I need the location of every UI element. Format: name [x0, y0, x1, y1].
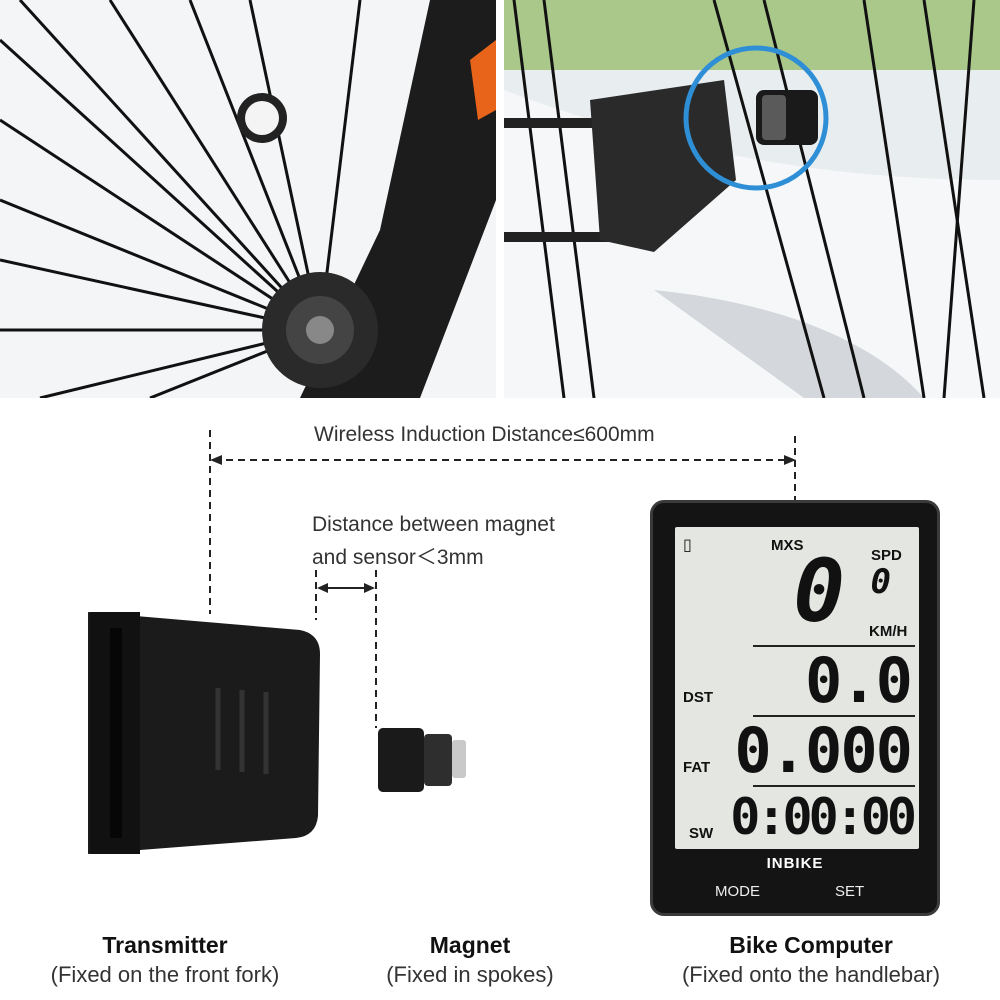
- set-button[interactable]: SET: [835, 883, 865, 900]
- magnet-distance-caption-line2: and sensor＜3mm: [312, 546, 484, 569]
- photo-sensor-magnet: [504, 0, 1000, 398]
- dst-value: 0.0: [805, 644, 913, 717]
- battery-icon: ▯: [683, 537, 692, 554]
- sensor-magnet-illustration: [504, 0, 1000, 398]
- lcd-screen: ▯ MXS SPD 0 0 KM/H DST 0.0 FAT 0.000 SW …: [675, 527, 919, 849]
- bike-computer-label: Bike Computer (Fixed onto the handlebar): [655, 930, 967, 990]
- photo-fork-magnet: [0, 0, 496, 398]
- dimension-lines: [88, 430, 796, 854]
- brand-logo: INBIKE: [766, 855, 824, 872]
- magnet-title: Magnet: [429, 932, 511, 958]
- fat-value: 0.000: [734, 714, 913, 787]
- wireless-distance-caption: Wireless Induction Distance≤600mm: [314, 423, 655, 446]
- speed-decimal: 0: [870, 562, 892, 602]
- bike-computer-subtitle: (Fixed onto the handlebar): [681, 962, 941, 987]
- lcd-divider-3: [753, 785, 915, 787]
- magnet-illustration: [378, 728, 466, 792]
- magnet-label: Magnet (Fixed in spokes): [368, 930, 572, 990]
- lcd-divider-2: [753, 715, 915, 717]
- fork-magnet-illustration: [0, 0, 496, 398]
- bike-computer-device: ▯ MXS SPD 0 0 KM/H DST 0.0 FAT 0.000 SW …: [650, 500, 940, 916]
- sw-value: 0:00:00: [730, 788, 917, 846]
- magnet-subtitle: (Fixed in spokes): [386, 962, 554, 987]
- speed-value: 0: [793, 542, 845, 642]
- transmitter-title: Transmitter: [102, 932, 228, 958]
- magnet-distance-caption-line1: Distance between magnet: [312, 513, 555, 536]
- transmitter-subtitle: (Fixed on the front fork): [50, 962, 280, 987]
- bike-computer-title: Bike Computer: [729, 932, 893, 958]
- mxs-label: MXS: [771, 537, 804, 554]
- speed-unit: KM/H: [869, 623, 908, 640]
- dst-label: DST: [683, 689, 713, 706]
- spd-label: SPD: [871, 547, 902, 564]
- sw-label: SW: [689, 825, 714, 842]
- transmitter-label: Transmitter (Fixed on the front fork): [30, 930, 300, 990]
- fat-label: FAT: [683, 759, 711, 776]
- lcd-divider-1: [753, 645, 915, 647]
- mode-button[interactable]: MODE: [715, 883, 760, 900]
- transmitter-illustration: [88, 612, 320, 854]
